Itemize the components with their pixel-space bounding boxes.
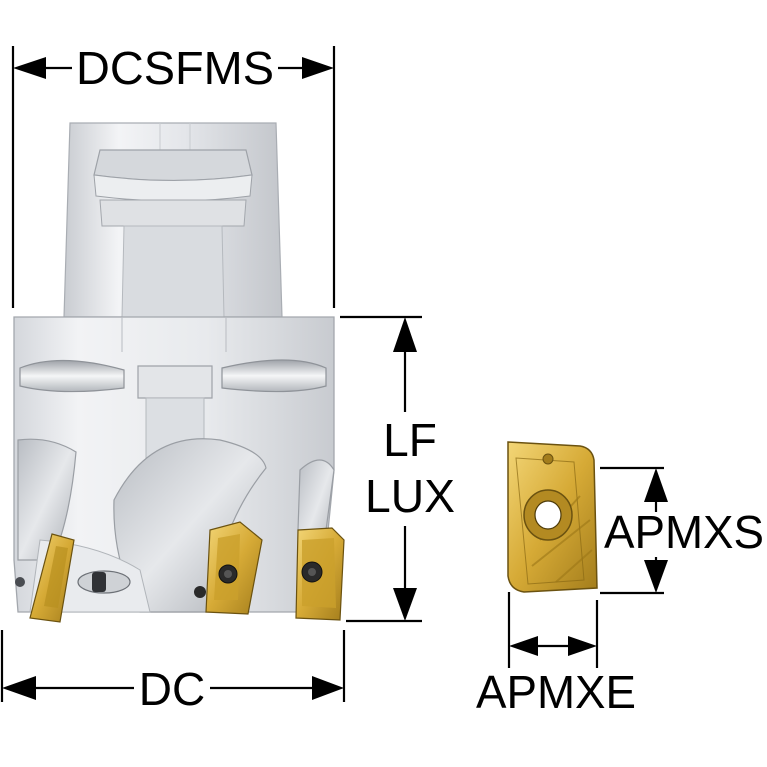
label-apmxs: APMXS	[604, 506, 764, 558]
arrow-icon	[2, 57, 668, 700]
label-apmxe: APMXE	[476, 666, 636, 718]
label-dcsfms: DCSFMS	[76, 42, 274, 94]
screw-icon	[194, 561, 323, 598]
cutter-shank	[63, 122, 283, 318]
label-lux: LUX	[365, 470, 455, 522]
label-lf: LF	[383, 414, 437, 466]
insert-hole-icon	[523, 489, 573, 541]
label-dc: DC	[139, 663, 205, 715]
